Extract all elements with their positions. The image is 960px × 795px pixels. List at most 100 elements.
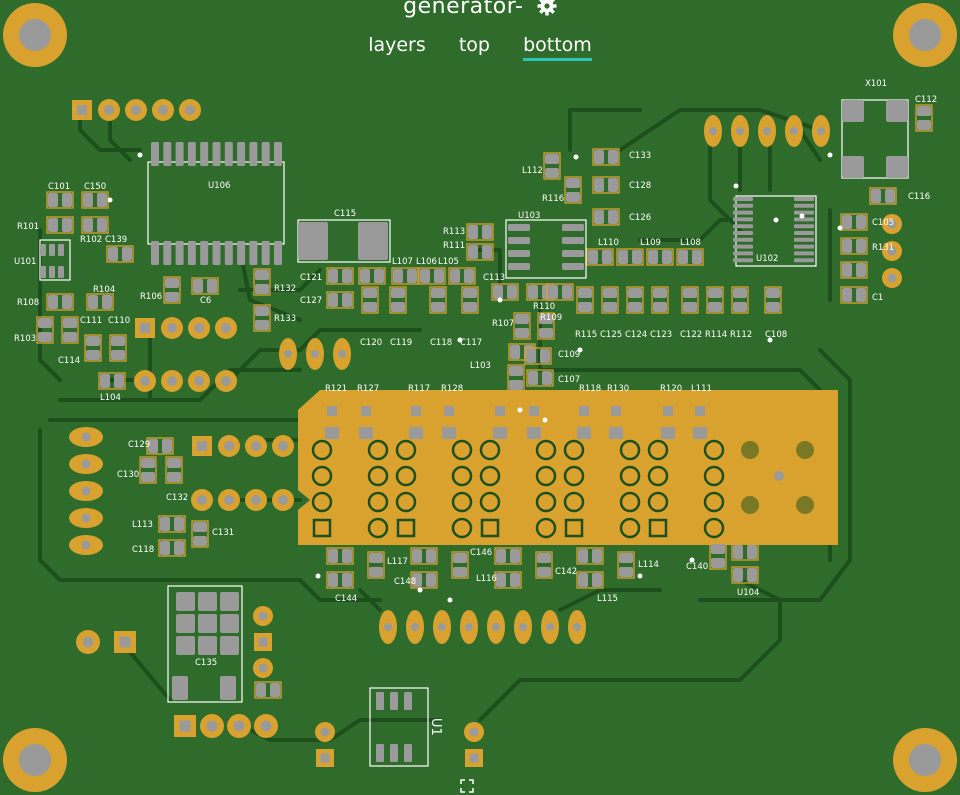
designator-label: L111 [691,384,712,394]
designator-label: C119 [390,338,412,348]
x101-outline [841,99,909,179]
smd-component [709,542,727,570]
designator-label: R106 [140,292,162,302]
designator-label: C118 [132,545,154,555]
designator-label: C142 [555,567,577,577]
designator-label: R107 [492,319,514,329]
smd-component [61,316,79,344]
u101-outline [39,239,71,281]
smd-component [526,369,554,387]
smd-component [146,437,174,455]
smd-component [546,283,574,301]
designator-label: C127 [300,296,322,306]
designator-label: C144 [335,594,357,604]
designator-label: C150 [84,182,106,192]
smd-component [535,551,553,579]
designator-label: C113 [483,273,505,283]
via [517,407,523,413]
designator-label: L106 [416,257,437,267]
mounting-holes [3,3,957,792]
designator-label: C121 [300,273,322,283]
designator-label: C129 [128,440,150,450]
designator-label: C123 [650,330,672,340]
smd-component [915,104,933,132]
via [542,417,548,423]
smd-component [651,286,669,314]
designator-label: R133 [274,314,296,324]
smd-component [576,571,604,589]
smd-component [676,248,704,266]
designator-label: R127 [357,384,379,394]
designator-label: C109 [558,350,580,360]
smd-component [576,286,594,314]
u103-outline [505,219,587,279]
designator-label: C128 [629,181,651,191]
designator-label: R101 [17,222,39,232]
designator-label: R116 [542,194,564,204]
designator-label: C116 [908,192,930,202]
smd-component [576,547,604,565]
smd-component [158,515,186,533]
smd-component [326,571,354,589]
designator-label: C133 [629,151,651,161]
through-hole-pads [69,99,902,767]
smd-component [163,276,181,304]
tab-top[interactable]: top [458,34,490,56]
gear-icon[interactable] [537,0,557,22]
tab-bottom[interactable]: bottom [523,34,592,61]
smd-component [46,216,74,234]
via [799,213,805,219]
smd-component [191,520,209,548]
designator-label: C139 [105,235,127,245]
via [837,225,843,231]
designator-label: C120 [360,338,382,348]
smd-component [840,286,868,304]
designator-label: R108 [17,298,39,308]
smd-component [326,291,354,309]
via [577,347,583,353]
title-text: generator- [403,0,524,19]
designator-label: C114 [58,356,80,366]
via [447,597,453,603]
smd-component [451,551,469,579]
designator-label: R103 [14,334,36,344]
designator-label: L113 [132,520,153,530]
smd-component [537,312,555,340]
via [315,573,321,579]
smd-component [586,248,614,266]
designator-label: C130 [117,470,139,480]
designator-label: U104 [737,588,759,598]
smd-component [358,267,386,285]
designator-label: R115 [575,330,597,340]
via [827,152,833,158]
designator-label: L109 [640,238,661,248]
designator-label: R114 [705,330,727,340]
smd-component [165,456,183,484]
designator-label: U102 [756,254,778,264]
designator-label: R102 [80,235,102,245]
view-tabs: layers top bottom [0,34,960,61]
smd-component [367,551,385,579]
designator-label: R118 [579,384,601,394]
smd-component [616,248,644,266]
smd-component [543,152,561,180]
via [457,337,463,343]
fullscreen-icon[interactable] [460,779,474,793]
smd-component [361,286,379,314]
designator-label: C107 [558,375,580,385]
designator-label: C108 [765,330,787,340]
designator-label: C135 [195,658,217,668]
smd-component [491,283,519,301]
ic-pads [40,100,908,762]
via [107,197,113,203]
via [689,557,695,563]
smd-component [592,176,620,194]
designator-label: R121 [325,384,347,394]
designator-label: C148 [394,577,416,587]
smd-component [731,286,749,314]
smd-component [109,334,127,362]
tab-layers[interactable]: layers [368,34,426,56]
designator-label: C131 [212,528,234,538]
